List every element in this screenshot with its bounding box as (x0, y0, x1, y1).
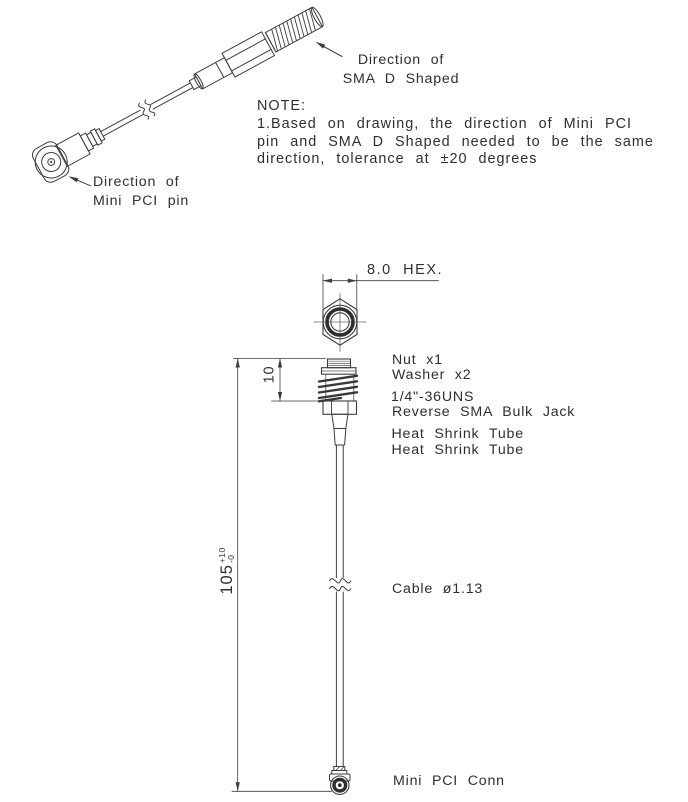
sma-connector-iso (188, 6, 324, 91)
dimension-10 (271, 358, 323, 402)
label-heat-shrink-tube-2: Heat Shrink Tube (391, 441, 524, 458)
cable-break (329, 578, 352, 584)
hex-body (322, 400, 358, 415)
dimension-10-label: 10 (261, 365, 278, 384)
arrowhead (68, 176, 79, 183)
centerlines (313, 293, 367, 352)
dimension-hex (322, 274, 439, 309)
label-reverse-sma-bulk-jack: Reverse SMA Bulk Jack (392, 403, 576, 420)
dimension-105-label: 105 +10 -0 (215, 541, 239, 601)
sma-threads-iso (271, 8, 316, 51)
note-line-3: direction, tolerance at ±20 degrees (257, 151, 538, 167)
label-mini-pci-conn: Mini PCI Conn (393, 773, 505, 789)
leader-minipci-direction (68, 176, 91, 187)
label-heat-shrink-tube-1: Heat Shrink Tube (391, 426, 524, 442)
label-sma-direction-line2: SMA D Shaped (342, 70, 460, 87)
cable-iso (100, 82, 194, 137)
dimension-hex-label: 8.0 HEX. (367, 262, 444, 278)
label-washer: Washer x2 (392, 366, 472, 383)
label-sma-direction: Direction of SMA D Shaped (336, 51, 466, 88)
label-minipci-direction-line1: Direction of (93, 174, 180, 190)
label-nut: Nut x1 (392, 352, 443, 368)
iso-view (32, 6, 343, 187)
mini-pci-connector-side (329, 766, 351, 795)
arrowhead (347, 278, 357, 283)
note-line-2: pin and SMA D Shaped needed to be the sa… (257, 133, 654, 150)
dimension-105 (231, 358, 332, 792)
label-minipci-direction-line2: Mini PCI pin (93, 192, 190, 209)
arrowhead (277, 358, 283, 368)
label-cable: Cable ø1.13 (392, 580, 484, 597)
arrowhead (277, 392, 283, 401)
cable-break-iso (138, 102, 150, 120)
nut (326, 358, 352, 369)
arrowhead (235, 358, 240, 368)
dimension-105-tolerance: +10 -0 (217, 547, 236, 564)
label-sma-direction-line1: Direction of (357, 52, 445, 68)
dimension-105-value: 105 (217, 564, 236, 595)
cable-side-view (329, 444, 352, 767)
label-thread-spec: 1/4"-36UNS (391, 388, 475, 405)
washers (320, 367, 357, 375)
note-title: NOTE: (257, 98, 306, 114)
sma-side-view (317, 358, 359, 795)
hex-nut-top-view (313, 293, 367, 352)
mini-pci-connector-iso (32, 127, 106, 183)
tolerance-minus: -0 (226, 554, 236, 564)
arrowhead (235, 782, 240, 792)
arrowhead (315, 41, 326, 49)
leader-sma-direction (315, 41, 343, 57)
note-line-1: 1.Based on drawing, the direction of Min… (257, 116, 632, 132)
thread-coil (317, 373, 359, 403)
label-minipci-direction: Direction of Mini PCI pin (93, 173, 189, 210)
arrowhead (323, 278, 332, 283)
heat-shrink-tubes (331, 413, 349, 446)
